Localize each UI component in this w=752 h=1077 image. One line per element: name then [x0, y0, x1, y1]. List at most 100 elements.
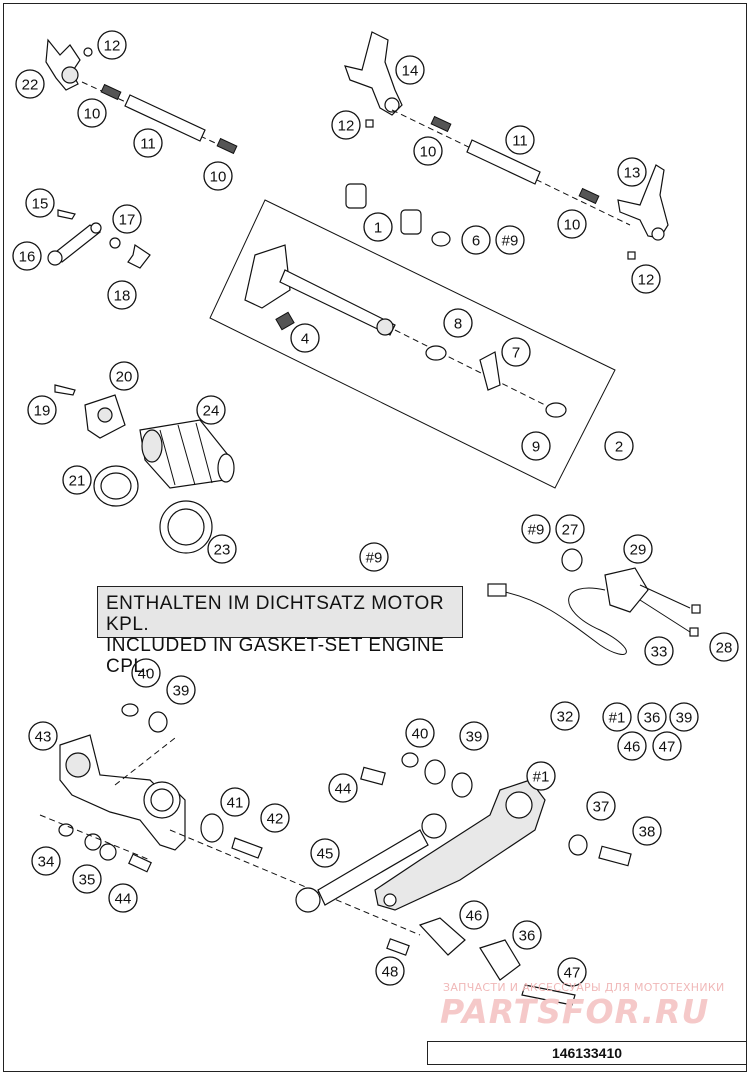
callout-label: 35 [79, 872, 96, 889]
callout-16: 16 [12, 241, 42, 271]
callout-13: 13 [617, 157, 647, 187]
callout-15: 15 [25, 188, 55, 218]
callout-20: 20 [109, 361, 139, 391]
callout-48: 48 [375, 956, 405, 986]
callout-47: 47 [557, 957, 587, 987]
callout-label: 21 [69, 473, 86, 490]
callout-10: 10 [413, 136, 443, 166]
callout-label: 13 [624, 165, 641, 182]
callout-36: 36 [512, 920, 542, 950]
callout-10: 10 [203, 161, 233, 191]
callout-7: 7 [501, 337, 531, 367]
callout-label: 45 [317, 846, 334, 863]
callout-label: 47 [564, 965, 581, 982]
callout-label: 10 [564, 217, 581, 234]
shaft-11-left-drawing [81, 81, 238, 155]
callout-label: 47 [659, 739, 676, 756]
callout-32: 32 [550, 701, 580, 731]
diagram-frame [3, 3, 747, 1072]
callout-label: 12 [638, 272, 655, 289]
callout-label: 39 [466, 729, 483, 746]
callout-28: 28 [709, 632, 739, 662]
callout-35: 35 [72, 864, 102, 894]
callout-11: 11 [133, 128, 163, 158]
callout-44: 44 [328, 773, 358, 803]
drawing-number-box: 146133410 [427, 1041, 747, 1065]
callout-label: 18 [114, 288, 131, 305]
lever-16-drawing [47, 209, 151, 269]
callout-label: 37 [593, 799, 610, 816]
callout-36: 36 [637, 702, 667, 732]
callout-label: 48 [382, 964, 399, 981]
callout-39: 39 [166, 675, 196, 705]
shift-fork-13-drawing [617, 164, 669, 260]
callout-hash-9: #9 [495, 225, 525, 255]
callout-18: 18 [107, 280, 137, 310]
callout-24: 24 [196, 395, 226, 425]
callout-37: 37 [586, 791, 616, 821]
callout-4: 4 [290, 323, 320, 353]
callout-label: 11 [512, 133, 528, 150]
callout-label: 39 [676, 710, 693, 727]
callout-47: 47 [652, 731, 682, 761]
callout-label: 12 [338, 118, 355, 135]
shift-locator-20-drawing [54, 384, 126, 439]
callout-19: 19 [27, 395, 57, 425]
callout-41: 41 [220, 787, 250, 817]
callout-39: 39 [669, 702, 699, 732]
callout-label: 40 [138, 666, 155, 683]
callout-label: 34 [38, 854, 55, 871]
shift-link-45-drawing [295, 752, 473, 913]
callout-40: 40 [405, 718, 435, 748]
callout-hash-9: #9 [521, 514, 551, 544]
callout-39: 39 [459, 721, 489, 751]
callout-44: 44 [108, 883, 138, 913]
callout-label: 43 [35, 729, 52, 746]
callout-40: 40 [131, 658, 161, 688]
callout-label: 9 [532, 439, 540, 456]
callout-11: 11 [505, 125, 535, 155]
callout-17: 17 [112, 204, 142, 234]
callout-10: 10 [557, 209, 587, 239]
shift-fork-22-drawing [45, 38, 93, 91]
callout-label: 41 [227, 795, 244, 812]
callout-label: 46 [624, 739, 641, 756]
note-line-en: INCLUDED IN GASKET-SET ENGINE CPL. [106, 635, 445, 677]
callout-label: 28 [716, 640, 733, 657]
callout-label: 23 [214, 542, 231, 559]
callout-label: 19 [34, 403, 51, 420]
callout-label: 24 [203, 403, 220, 420]
callout-label: 15 [32, 196, 49, 213]
gear-sensor-29-drawing [487, 548, 701, 655]
callout-label: #1 [533, 769, 550, 786]
callout-27: 27 [555, 514, 585, 544]
callout-45: 45 [310, 838, 340, 868]
callout-label: 44 [335, 781, 352, 798]
callout-label: 14 [402, 63, 419, 80]
callout-label: #9 [366, 550, 383, 567]
bearings-21-23-drawing [93, 465, 213, 554]
callout-label: 46 [466, 908, 483, 925]
callout-hash-1: #1 [602, 702, 632, 732]
callout-label: 12 [104, 38, 121, 55]
callout-label: 4 [301, 331, 309, 348]
callout-label: 1 [374, 220, 382, 237]
callout-label: 38 [639, 824, 656, 841]
watermark-tagline: ЗАПЧАСТИ И АКСЕССУАРЫ ДЛЯ МОТОТЕХНИКИ [443, 981, 725, 994]
shift-fork-14-drawing [344, 31, 403, 128]
callout-12: 12 [97, 30, 127, 60]
callout-12: 12 [331, 110, 361, 140]
callout-label: 20 [116, 369, 133, 386]
callout-9: 9 [521, 431, 551, 461]
callout-38: 38 [632, 816, 662, 846]
callout-label: 29 [630, 542, 647, 559]
callout-22: 22 [15, 69, 45, 99]
callout-33: 33 [644, 636, 674, 666]
callout-label: 44 [115, 891, 132, 908]
callout-label: #1 [609, 710, 626, 727]
callout-label: 10 [210, 169, 227, 186]
callout-label: 33 [651, 644, 668, 661]
callout-29: 29 [623, 534, 653, 564]
